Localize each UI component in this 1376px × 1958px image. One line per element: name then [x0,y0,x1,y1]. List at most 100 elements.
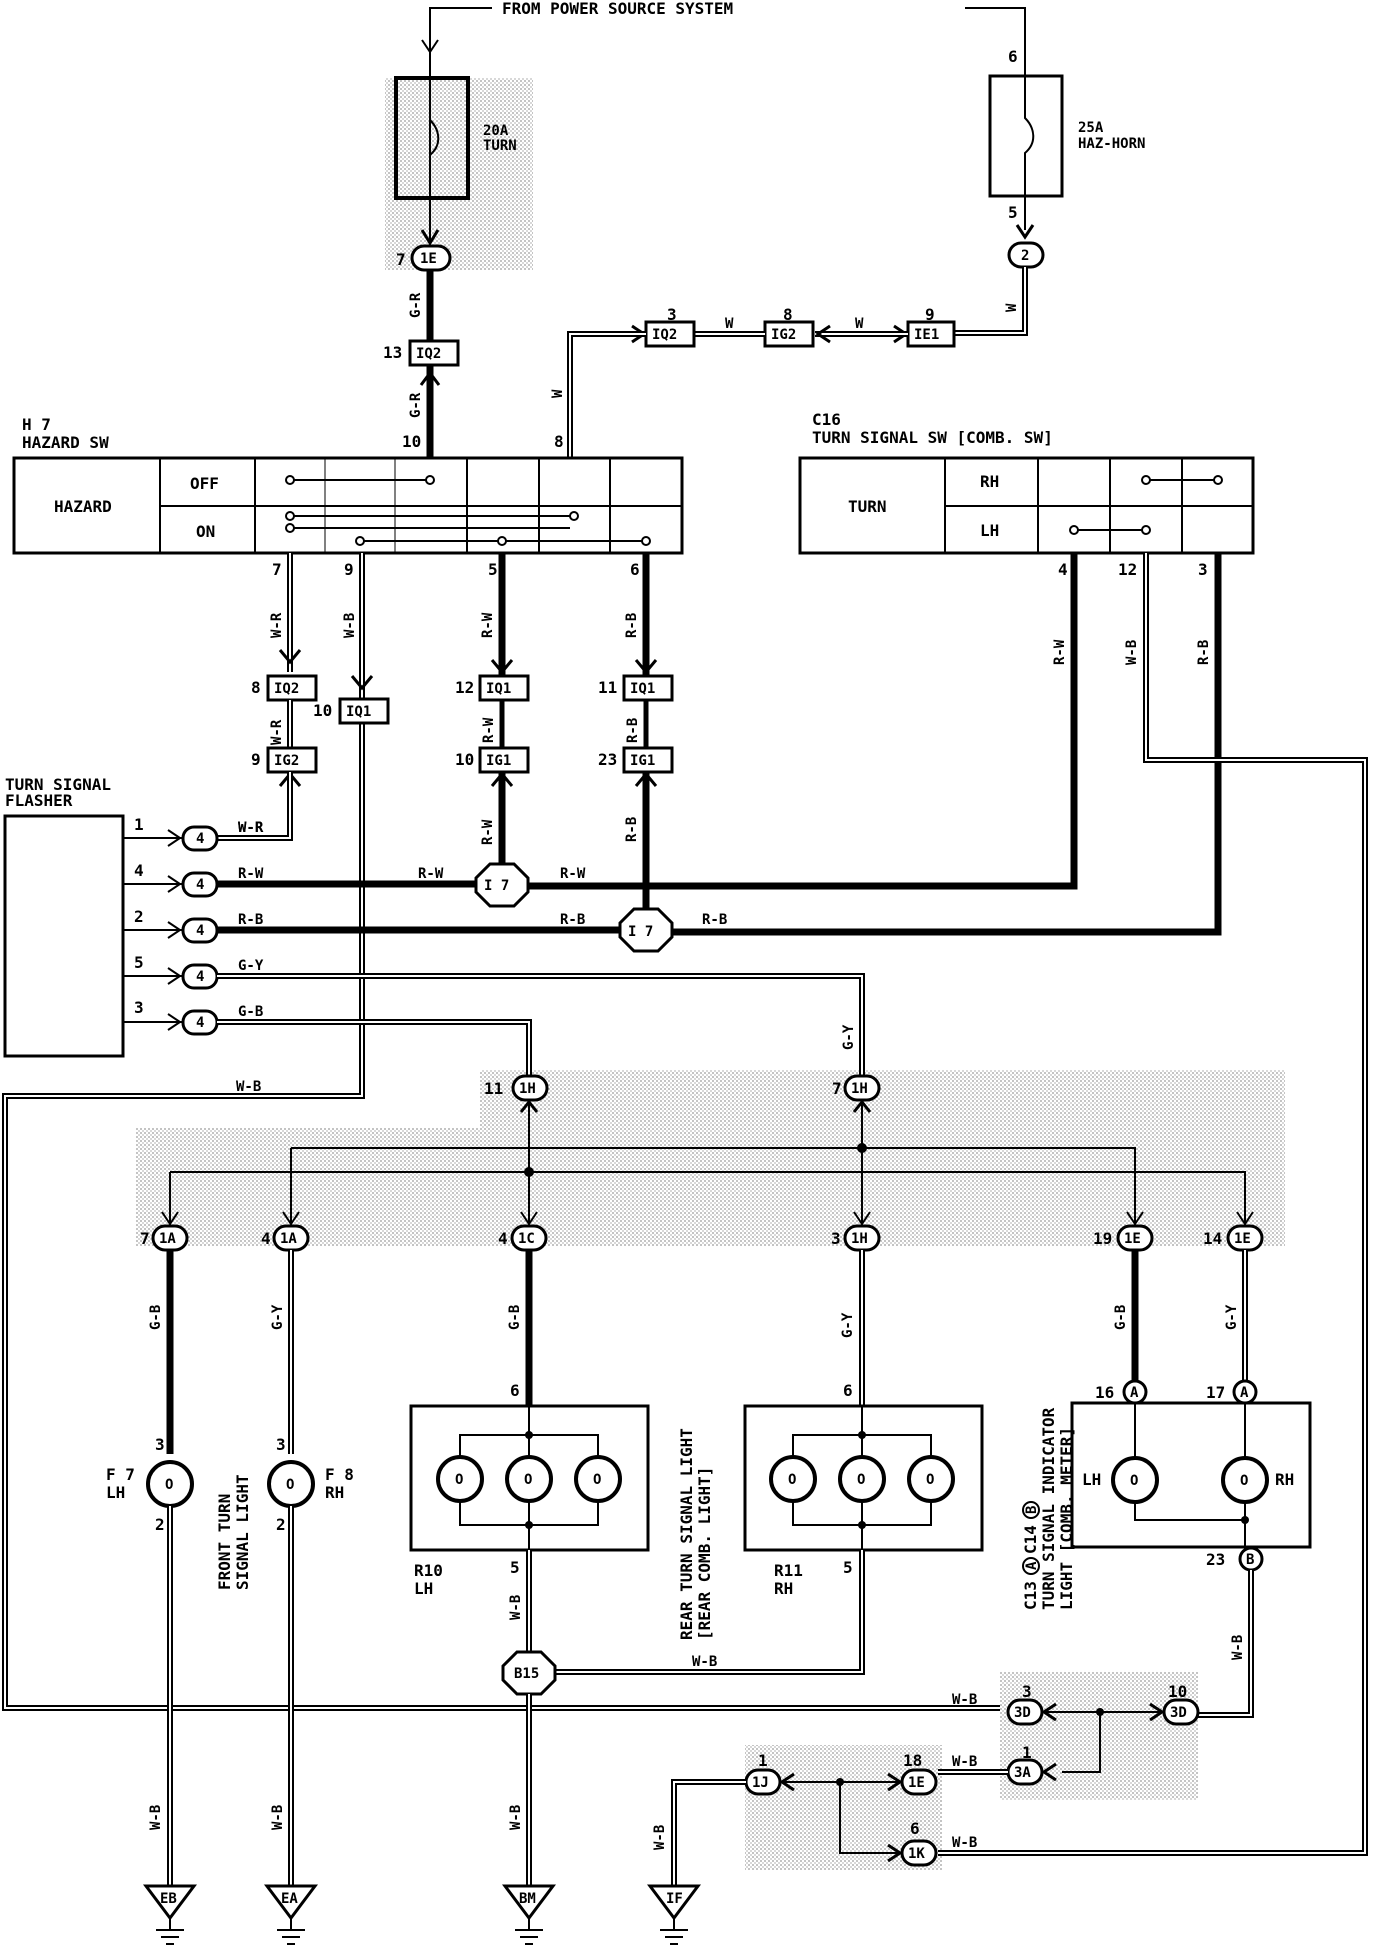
flasher-name-2: FLASHER [5,791,73,810]
rear-light-label-1: REAR TURN SIGNAL LIGHT [677,1428,696,1640]
wire-g-b-flasher-inner [217,1021,530,1076]
flasher-lead-5 [123,967,182,985]
wire-g-y-flasher-inner [217,975,863,1076]
wire-w-b-if [671,1779,746,1886]
hazard-switch-code: H 7 [22,415,51,434]
indicator-code-b-circle [1022,1501,1040,1519]
wire-label-r-w-2: R-W [481,717,497,743]
flasher-pin-5: 5 [134,953,144,972]
wire-label-w-b-bm: W-B [508,1805,524,1830]
bus-node-2 [857,1143,867,1153]
connector-1h-7-label: 1H [851,1081,868,1097]
connector-iq1-c-label: IQ1 [630,681,655,697]
hazard-position-off: OFF [190,474,219,493]
pin-7-h7: 7 [272,560,282,579]
pin-4-1c: 4 [498,1229,508,1248]
wire-label-w-r-1: W-R [269,612,285,638]
flasher-conn-4-label: 4 [196,877,204,893]
connector-1j-label: 1J [752,1775,769,1791]
connector-1k-label: 1K [908,1846,925,1862]
connector-iq1-a-label: IQ1 [346,704,371,720]
pin-9-ie1: 9 [925,305,935,324]
pin-11-iq1: 11 [598,678,617,697]
pin-3-f8: 3 [276,1435,286,1454]
node-r11-top [858,1431,866,1439]
pin-17: 17 [1206,1383,1225,1402]
power-lead-right [965,7,1026,55]
fuse-20a-amp: 20A [483,123,509,139]
wire-label-w-b-r11: W-B [692,1654,717,1670]
indicator-code-c14: C14 [1021,1525,1040,1554]
bus-arrow-1 [161,1211,179,1226]
connector-ig1-a-label: IG1 [486,753,511,769]
bulb-r10-2-symbol: O [524,1472,532,1488]
wire-label-w-1: W [1004,303,1020,312]
junction-b15 [501,1650,557,1696]
connector-iq2-a [408,339,460,367]
node-1j [836,1778,844,1786]
bus-g-y [290,1100,1136,1224]
flasher-conn-2-label: 4 [196,923,204,939]
shaded-area-junction-2 [136,1128,1285,1246]
pin-9-ig2: 9 [251,750,261,769]
flasher-box [3,814,125,1058]
bulb-ind-lh-symbol: O [1130,1473,1138,1489]
indicator-code-c13: C13 [1021,1581,1040,1610]
wire-label-r-w-c16: R-W [1052,639,1068,665]
indicator-code-a-circle [1022,1557,1040,1575]
pin-10-3d: 10 [1168,1682,1187,1701]
bulb-f8-symbol: O [286,1477,294,1493]
front-light-label-2: SIGNAL LIGHT [233,1474,252,1590]
hazard-switch-box [12,456,684,555]
pin-7-1a: 7 [140,1229,150,1248]
f7-side: LH [106,1483,125,1502]
wire-label-r-b-3: R-B [624,817,640,842]
pin-10-ig1: 10 [455,750,474,769]
wire-w-b-ind-inner [1198,1570,1252,1716]
arrow-1k [887,1843,903,1863]
bus-arrow-3 [520,1211,538,1226]
ground-bm-label: BM [519,1891,536,1907]
wire-label-w-b-1: W-B [342,613,358,638]
hazard-switch-name: HAZARD SW [22,433,109,452]
connector-iq1-b-label: IQ1 [486,681,511,697]
bulb-ind-lh [1111,1456,1159,1504]
arrow-ig2-a [815,324,831,344]
wire-label-w-3: W [725,316,734,332]
ground-if-label: IF [666,1891,683,1907]
junction-i7-b-label: I 7 [628,924,653,940]
pin-2-f8: 2 [276,1515,286,1534]
fuse-25a-amp: 25A [1078,120,1104,136]
wire-w-4-inner [569,333,646,458]
pin-4-1a: 4 [261,1229,271,1248]
r10-code: R10 [414,1561,443,1580]
wire-label-w-r-2: W-R [269,719,285,745]
r11-code: R11 [774,1561,803,1580]
wire-label-w-b-f8: W-B [270,1805,286,1830]
connector-2-label: 2 [1021,248,1029,264]
pin-1-3a: 1 [1022,1743,1032,1762]
flasher-lead-2 [123,921,182,939]
wire-r-b-c16 [668,553,1222,936]
wire-w-b-if-inner [673,1781,746,1886]
front-light-label-1: FRONT TURN [215,1494,234,1590]
wire-label-w-2: W [855,316,864,332]
wire-label-r-b-1: R-B [624,613,640,638]
connector-3d-10-label: 3D [1170,1705,1187,1721]
turn-switch-name: TURN SIGNAL SW [COMB. SW] [812,428,1053,447]
arrow-w-b-1 [350,675,374,691]
pin-3-c16: 3 [1198,560,1208,579]
wire-label-r-b-2: R-B [625,718,641,743]
connector-iq2-a-label: IQ2 [416,346,441,362]
wire-label-g-y-r11: G-Y [840,1312,856,1338]
connector-1a-7-label: 1A [159,1231,176,1247]
bulb-r10-1 [436,1455,484,1503]
connector-1e-top-label: 1E [420,251,437,267]
indicator-label-2: LIGHT [COMB. METER] [1057,1427,1076,1610]
pin-7-1h: 7 [832,1079,842,1098]
ground-eb-label: EB [160,1891,177,1907]
wire-label-w-b-c16: W-B [1124,640,1140,665]
pin-16: 16 [1095,1383,1114,1402]
pin-12-iq1: 12 [455,678,474,697]
